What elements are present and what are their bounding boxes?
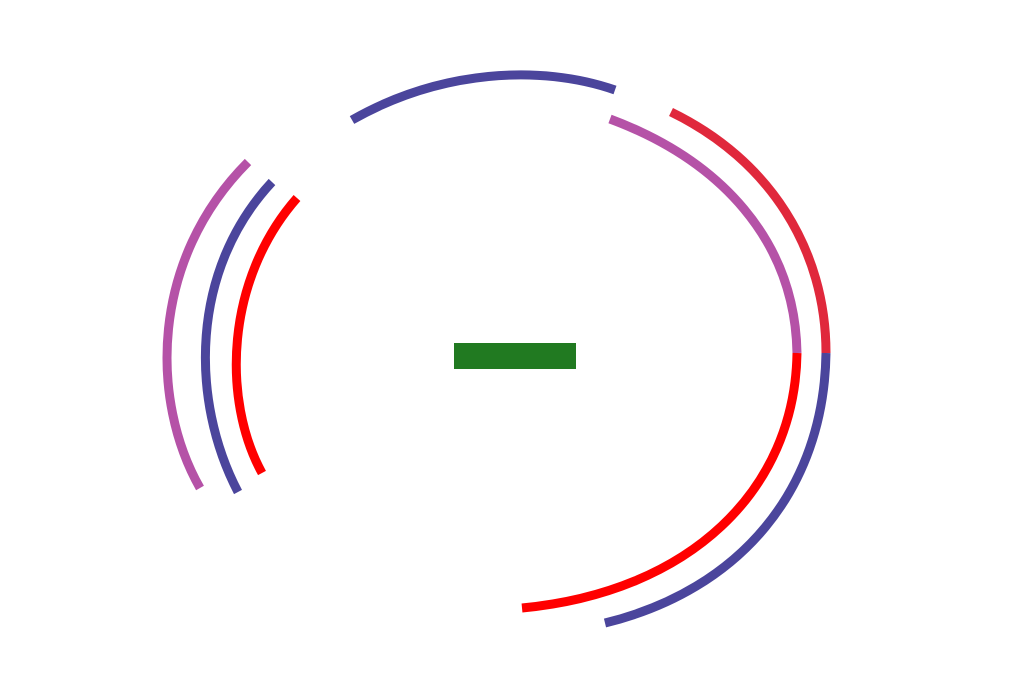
left-red-arc [231, 195, 301, 476]
left-orchid-arc [162, 158, 252, 491]
right-orchid-arc [608, 114, 802, 354]
lower-right-navy-arc [603, 352, 831, 628]
center-green-bar [454, 343, 576, 369]
right-crimson-arc [669, 107, 831, 354]
lower-right-red-arc [521, 352, 802, 613]
left-navy-arc [200, 178, 276, 495]
top-navy-arc [349, 70, 617, 124]
